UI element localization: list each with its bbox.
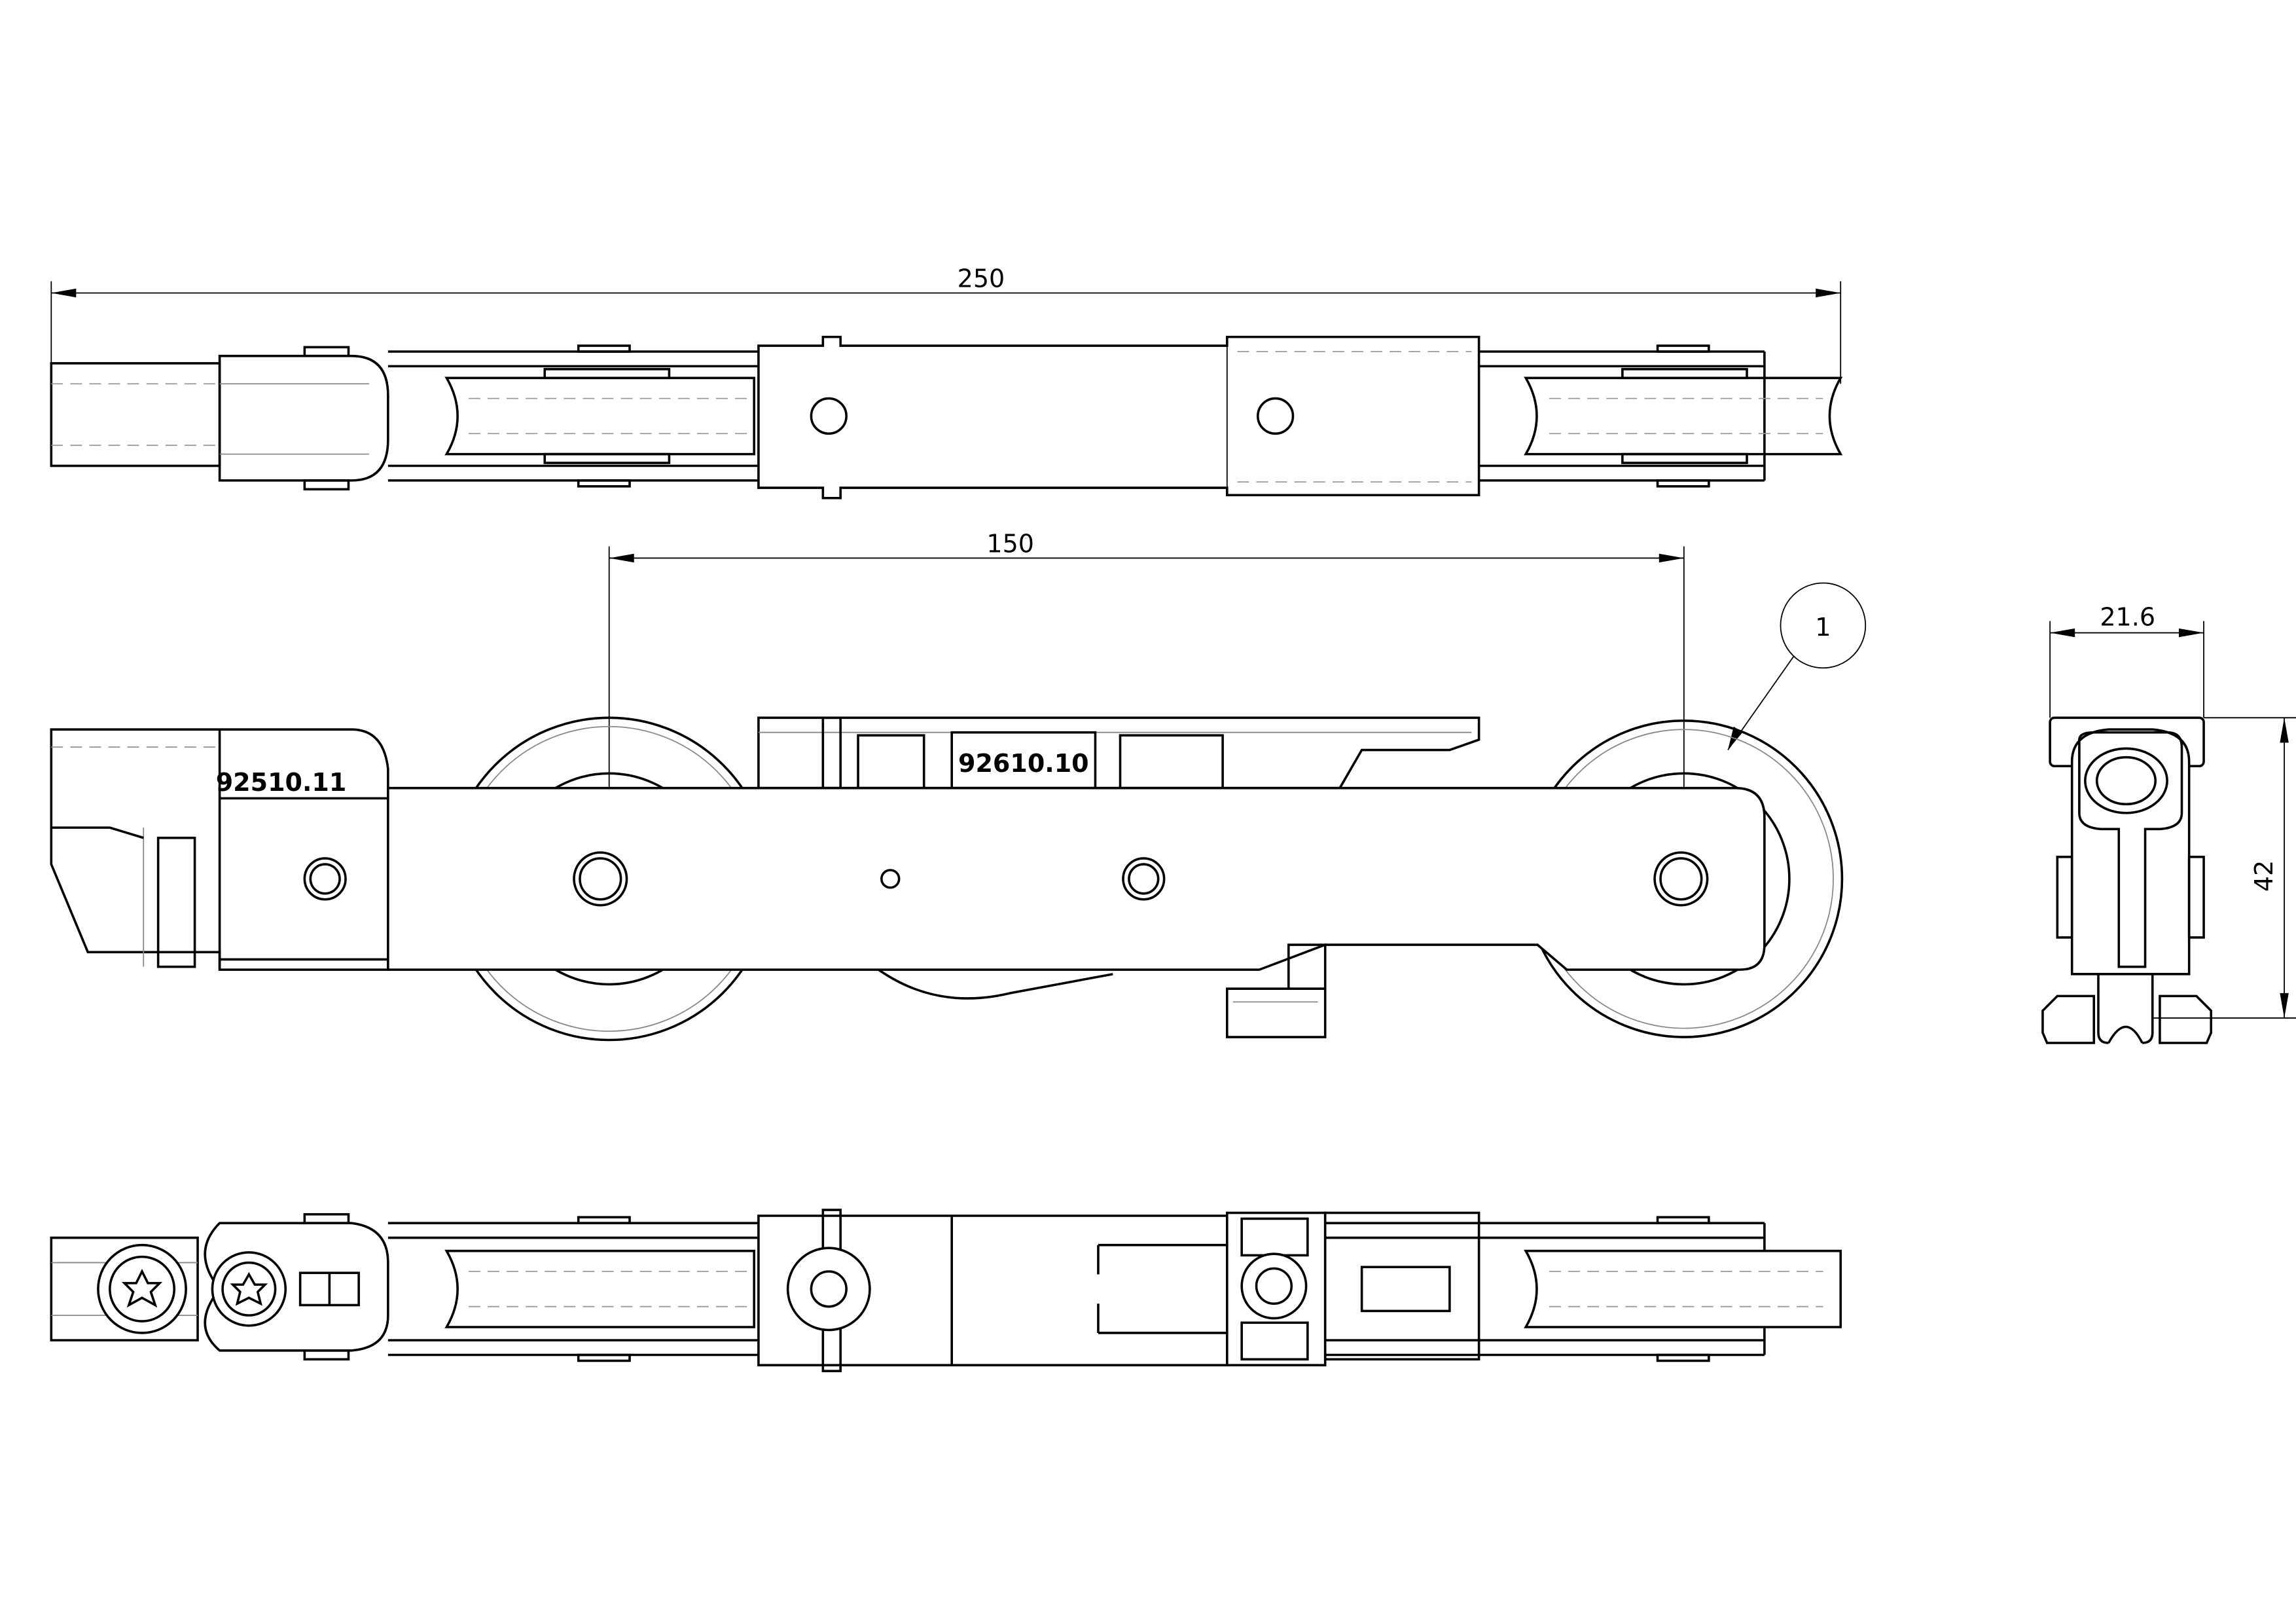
dimension-250: 250 xyxy=(50,264,1842,384)
hole xyxy=(810,397,848,435)
part-label-center: 92610.10 xyxy=(958,749,1089,778)
callout-number: 1 xyxy=(1815,613,1831,642)
screw-icon xyxy=(97,1243,187,1334)
callout-1: 1 xyxy=(1727,582,1867,751)
top-view: 250 xyxy=(50,264,1843,500)
part-label-left: 92510.11 xyxy=(216,768,347,797)
bottom-view xyxy=(50,1209,1842,1372)
dimension-150: 150 xyxy=(608,530,1685,879)
hole xyxy=(1257,397,1295,435)
hole xyxy=(786,1247,871,1332)
side-view: 150 1 92610.10 92510.11 xyxy=(50,530,1867,1042)
dimension-wheel-spacing: 150 xyxy=(986,530,1034,558)
dimension-21-6: 21.6 xyxy=(2049,602,2204,718)
dimension-42: 42 xyxy=(2152,717,2296,1019)
dimension-overall-length: 250 xyxy=(958,264,1005,293)
dimension-width: 21.6 xyxy=(2100,602,2155,631)
end-view: 21.6 42 xyxy=(2041,602,2296,1044)
dimension-height: 42 xyxy=(2250,860,2278,892)
